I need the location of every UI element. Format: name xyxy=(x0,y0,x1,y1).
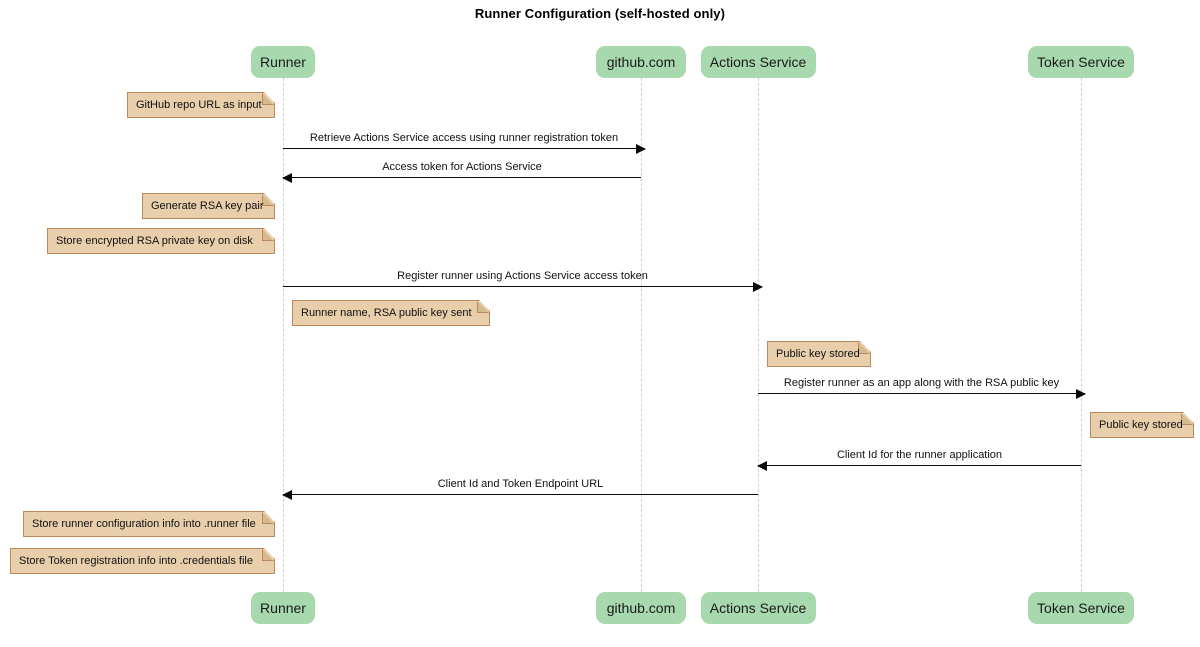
message-line xyxy=(758,465,1081,466)
participant-label: Runner xyxy=(260,54,306,70)
message-label: Access token for Actions Service xyxy=(382,161,542,173)
participant-github-bottom[interactable]: github.com xyxy=(596,592,686,624)
note-n8: Store Token registration info into .cred… xyxy=(10,548,275,574)
note-label: GitHub repo URL as input xyxy=(136,99,262,111)
participant-actions-top[interactable]: Actions Service xyxy=(700,46,816,78)
note-label: Public key stored xyxy=(776,348,860,360)
note-n4: Runner name, RSA public key sent xyxy=(292,300,490,326)
lifeline-actions xyxy=(758,78,759,592)
participant-runner-top[interactable]: Runner xyxy=(251,46,315,78)
note-n6: Public key stored xyxy=(1090,412,1194,438)
arrowhead-left xyxy=(282,173,292,183)
lifeline-github xyxy=(641,78,642,592)
message-label: Register runner using Actions Service ac… xyxy=(397,270,648,282)
participant-runner-bottom[interactable]: Runner xyxy=(251,592,315,624)
participant-label: Runner xyxy=(260,600,306,616)
note-fold-corner-icon xyxy=(262,549,274,561)
arrowhead-left xyxy=(282,490,292,500)
participant-label: Actions Service xyxy=(709,54,807,70)
note-fold-corner-icon xyxy=(262,93,274,105)
participant-token-bottom[interactable]: Token Service xyxy=(1028,592,1134,624)
participant-token-top[interactable]: Token Service xyxy=(1028,46,1134,78)
participant-label: Token Service xyxy=(1037,600,1125,616)
note-label: Store runner configuration info into .ru… xyxy=(32,518,256,530)
note-n2: Generate RSA key pair xyxy=(142,193,275,219)
message-line xyxy=(283,494,758,495)
message-line xyxy=(283,177,641,178)
lifeline-runner xyxy=(283,78,284,592)
arrowhead-right xyxy=(753,282,763,292)
participant-label: github.com xyxy=(606,54,676,70)
page-title: Runner Configuration (self-hosted only) xyxy=(474,6,726,21)
note-label: Runner name, RSA public key sent xyxy=(301,307,472,319)
note-label: Generate RSA key pair xyxy=(151,200,264,212)
participant-label: Token Service xyxy=(1037,54,1125,70)
message-label: Retrieve Actions Service access using ru… xyxy=(309,132,619,144)
arrowhead-right xyxy=(636,144,646,154)
note-fold-corner-icon xyxy=(477,301,489,313)
note-fold-corner-icon xyxy=(262,229,274,241)
note-label: Public key stored xyxy=(1099,419,1183,431)
participant-label: Actions Service xyxy=(709,600,807,616)
note-fold-corner-icon xyxy=(1181,413,1193,425)
participant-actions-bottom[interactable]: Actions Service xyxy=(700,592,816,624)
participant-label: github.com xyxy=(606,600,676,616)
note-n1: GitHub repo URL as input xyxy=(127,92,275,118)
note-label: Store encrypted RSA private key on disk xyxy=(56,235,253,247)
message-label: Register runner as an app along with the… xyxy=(783,377,1060,389)
participant-github-top[interactable]: github.com xyxy=(596,46,686,78)
note-n3: Store encrypted RSA private key on disk xyxy=(47,228,275,254)
arrowhead-left xyxy=(757,461,767,471)
note-n5: Public key stored xyxy=(767,341,871,367)
message-label: Client Id for the runner application xyxy=(836,449,1003,461)
note-label: Store Token registration info into .cred… xyxy=(19,555,253,567)
message-label: Client Id and Token Endpoint URL xyxy=(437,478,604,490)
note-fold-corner-icon xyxy=(858,342,870,354)
message-line xyxy=(758,393,1085,394)
note-fold-corner-icon xyxy=(262,512,274,524)
message-line xyxy=(283,148,645,149)
arrowhead-right xyxy=(1076,389,1086,399)
lifeline-token xyxy=(1081,78,1082,592)
note-n7: Store runner configuration info into .ru… xyxy=(23,511,275,537)
message-line xyxy=(283,286,762,287)
